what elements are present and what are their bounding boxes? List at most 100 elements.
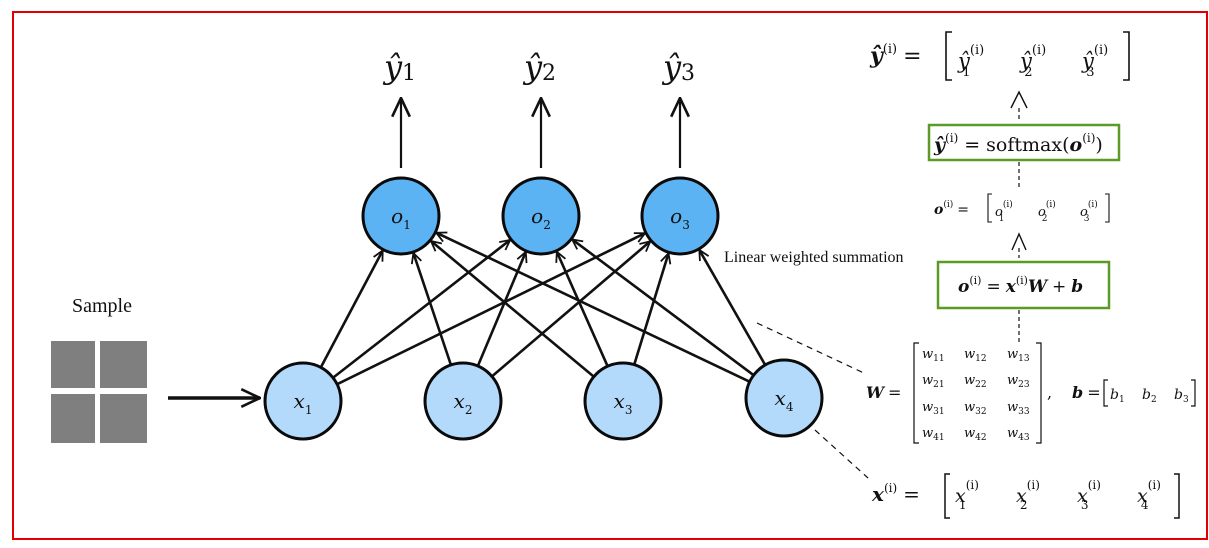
bias-cell: b1: [1110, 387, 1125, 405]
svg-text:o3: o3: [670, 204, 690, 232]
linear-plus: +: [1052, 277, 1066, 297]
vec-item-sup: (i): [1046, 199, 1056, 210]
vec-item-base: ŷ: [1081, 49, 1095, 73]
linear-x: x: [1005, 277, 1017, 297]
input-node: x2: [423, 361, 503, 441]
right-bracket: [1036, 342, 1042, 444]
bias-vector: b= b1 b2 b3: [1072, 379, 1196, 407]
vec-item-base: ŷ: [957, 49, 971, 73]
svg-text:o1: o1: [391, 204, 411, 232]
bias-cell: b3: [1174, 387, 1189, 405]
vec-item-sub: 3: [1081, 498, 1089, 512]
leader-line-weights: [756, 322, 867, 375]
eq-sup: (i): [883, 42, 897, 57]
prediction-arrows: [401, 98, 680, 168]
svg-text:o(i)3: o(i)3: [1080, 199, 1098, 224]
matrix-cell: w13: [1007, 347, 1030, 364]
input-vector-equation: x(i)= x(i)1 x(i)2 x(i)3 x(i)4: [871, 473, 1180, 519]
comma: ,: [1047, 383, 1052, 402]
input-sub: 2: [465, 403, 473, 417]
svg-text:x(i)4: x(i)4: [1137, 478, 1161, 512]
eq-equals: =: [903, 44, 921, 69]
vec-item-sub: 1: [999, 214, 1005, 224]
matrix-cell: w11: [922, 347, 945, 364]
softmax-fn: softmax(: [986, 134, 1069, 156]
eq-sup: (i): [884, 481, 897, 495]
svg-text:ŷ(i)=: ŷ(i) =: [869, 42, 922, 69]
eq-lhs: ŷ: [933, 134, 947, 156]
vec-item-sup: (i): [970, 43, 984, 58]
connection-edge: [333, 240, 510, 379]
output-sub: 2: [543, 218, 551, 232]
svg-text:x1: x1: [294, 389, 313, 417]
connection-edge: [413, 253, 452, 365]
input-sub: 1: [305, 403, 313, 417]
input-var: x: [614, 389, 625, 413]
left-bracket: [987, 193, 992, 223]
svg-text:ŷ(i)3: ŷ(i)3: [1081, 43, 1108, 80]
svg-text:o(i)1: o(i)1: [995, 199, 1013, 224]
vec-item-base: x: [955, 485, 966, 507]
prediction-vector-equation: ŷ(i)= ŷ(i)1 ŷ(i)2 ŷ(i)3: [869, 31, 1130, 81]
svg-text:x4: x4: [775, 386, 794, 414]
output-var: o: [670, 204, 682, 228]
left-bracket: [913, 342, 919, 444]
bias-equals: =: [1087, 383, 1100, 402]
softmax-arg: o: [1070, 134, 1083, 156]
flow-arrow: [1011, 232, 1027, 258]
prediction-var: ŷ: [661, 48, 682, 86]
vec-item-sub: 1: [962, 65, 970, 80]
outer-frame: [12, 11, 1208, 540]
prediction-sub: 1: [402, 61, 416, 86]
matrix-cell: w22: [964, 373, 987, 390]
connection-edge: [633, 253, 669, 365]
vec-item-sup: (i): [1032, 43, 1046, 58]
prediction-var: ŷ: [382, 48, 403, 86]
vec-item-sup: (i): [1088, 199, 1098, 210]
sample-label: Sample: [72, 295, 132, 317]
bias-name: b: [1072, 383, 1083, 402]
output-node: o3: [640, 176, 720, 256]
vec-item-sub: 4: [1141, 498, 1149, 512]
vec-item-sup: (i): [1027, 478, 1040, 492]
eq-lhs: o: [934, 202, 943, 218]
connection-edge: [698, 250, 766, 365]
eq-equals: =: [964, 134, 980, 156]
matrix-cell: w32: [964, 400, 987, 417]
svg-text:o(i)=: o(i)=: [934, 199, 969, 218]
input-node: x4: [744, 358, 824, 438]
eq-lhs: x: [871, 482, 885, 506]
eq-lhs: ŷ: [869, 43, 885, 69]
vec-item-sup: (i): [1003, 199, 1013, 210]
sample-tile: [51, 341, 95, 388]
connection-edge: [491, 241, 651, 377]
weight-connections: [320, 231, 766, 385]
vec-item-sub: 1: [959, 498, 967, 512]
vec-item-sup: (i): [1148, 478, 1161, 492]
vec-item-sub: 3: [1084, 214, 1090, 224]
eq-sup: (i): [943, 199, 953, 210]
connection-edge: [436, 231, 750, 383]
linear-w: W: [1028, 277, 1049, 297]
prediction-label: ŷ3: [661, 48, 695, 86]
vec-item-sub: 2: [1024, 65, 1032, 80]
svg-text:x(i)2: x(i) 2: [1016, 478, 1040, 512]
linear-equation: o(i)=x(i)W+b: [958, 274, 1083, 297]
bias-cell: b2: [1142, 387, 1157, 405]
matrix-cell: w42: [964, 426, 987, 443]
matrix-cell: w31: [922, 400, 945, 417]
vec-item-sub: 2: [1020, 498, 1028, 512]
sample-image-icon: [51, 341, 147, 443]
vec-item-sub: 3: [1086, 65, 1094, 80]
matrix-cell: w12: [964, 347, 987, 364]
vec-item-base: x: [1016, 485, 1027, 507]
prediction-label: ŷ1: [382, 48, 416, 86]
connection-edge: [572, 239, 754, 376]
input-node: x1: [263, 361, 343, 441]
vec-item-base: o: [1038, 205, 1046, 220]
input-var: x: [775, 386, 786, 410]
left-bracket: [1103, 379, 1108, 407]
connection-edge: [431, 241, 594, 377]
